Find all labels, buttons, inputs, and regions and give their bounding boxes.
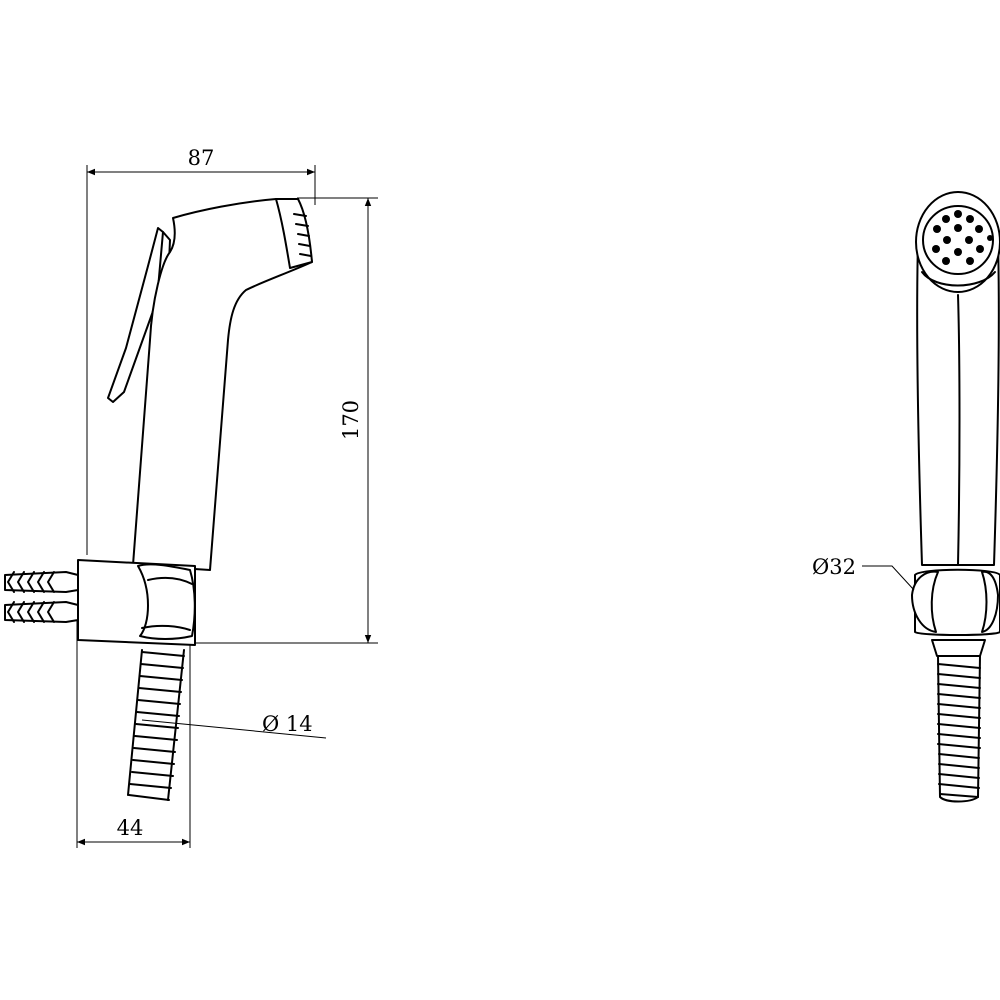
bracket-cradle-bottom — [141, 624, 191, 631]
wall-anchor-upper — [4, 571, 79, 593]
bracket-cradle-top — [147, 576, 193, 585]
front-spray-face — [922, 205, 994, 275]
wall-anchor-lower — [4, 601, 79, 623]
side-view: 87 170 Ø 14 44 — [4, 146, 378, 848]
dimension-170-label: 170 — [339, 400, 363, 440]
front-bracket-wing-left — [911, 570, 939, 633]
hose-side — [127, 649, 185, 801]
handle-body — [132, 198, 313, 571]
dimension-lines — [76, 165, 378, 848]
dimension-32-leader — [862, 565, 915, 591]
front-hose-nut — [931, 639, 986, 657]
front-head-collar — [921, 271, 996, 287]
front-handle-ridge — [957, 294, 961, 566]
dimension-87-label: 87 — [188, 146, 215, 170]
hose-front — [937, 655, 981, 803]
front-bracket-wing-right — [981, 570, 999, 633]
dimension-14-leader — [141, 719, 327, 739]
dimension-32-label: Ø32 — [812, 555, 856, 579]
dimension-14-label: Ø 14 — [262, 712, 313, 736]
trigger-lever — [107, 227, 164, 403]
spray-head-ridges — [293, 213, 312, 257]
dimension-44-label: 44 — [117, 816, 144, 840]
bracket-cradle — [137, 563, 196, 640]
front-bracket — [914, 568, 1000, 636]
front-handle-body — [916, 239, 1000, 566]
front-view: Ø32 — [812, 191, 1000, 803]
spray-nozzles — [932, 210, 993, 265]
